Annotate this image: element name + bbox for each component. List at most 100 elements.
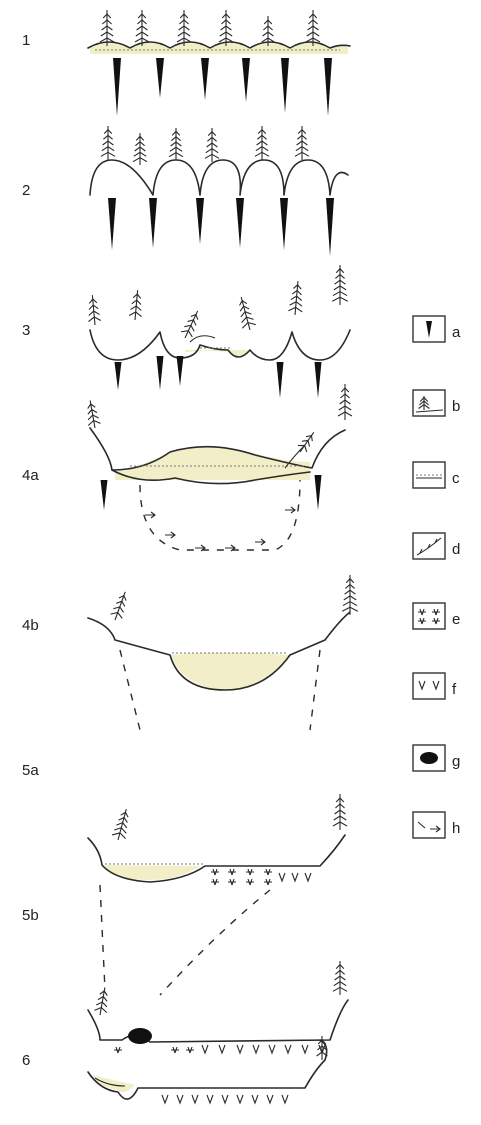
sedge-mark: [211, 869, 219, 875]
tree-icon: [133, 133, 147, 165]
legend-key-f: f: [452, 681, 457, 698]
v-symbol: [279, 873, 285, 881]
ice-wedge: [280, 198, 288, 250]
ice-wedge: [156, 58, 164, 98]
stage-label-2: 2: [22, 182, 30, 199]
ice-wedge: [196, 198, 204, 244]
stage-label-1: 1: [22, 32, 30, 49]
sedge-mark: [211, 879, 219, 885]
tree-icon: [177, 10, 191, 46]
tree-icon: [288, 281, 305, 316]
legend-key-c: c: [452, 470, 460, 487]
sedge-mark: [228, 869, 236, 875]
tree-icon: [84, 399, 101, 429]
ice-wedge: [177, 356, 184, 386]
ice-wedge: [326, 198, 334, 256]
ice-wedge: [157, 356, 164, 390]
black-blob-icon: [420, 752, 438, 764]
stage-4a-profile: [90, 428, 345, 550]
legend-item-b: b: [413, 390, 460, 416]
legend-key-d: d: [452, 541, 460, 558]
tree-icon: [332, 265, 348, 305]
tree-icon: [129, 290, 144, 321]
tree-icon: [100, 10, 114, 46]
v-symbol: [202, 1045, 208, 1053]
tree-icon: [205, 128, 219, 162]
tree-icon: [255, 126, 269, 160]
ice-wedge: [115, 362, 122, 390]
stage-5b-trees: [94, 961, 347, 1016]
ice-wedge: [149, 198, 157, 248]
tree-icon: [234, 295, 256, 331]
stage-4b-trees: [109, 575, 358, 622]
legend-item-c: c: [413, 462, 460, 488]
legend: a b c d e f g h: [413, 316, 461, 838]
legend-item-g: g: [413, 745, 460, 771]
legend-item-d: d: [413, 533, 460, 559]
v-symbol: [219, 1045, 225, 1053]
sedge-mark: [246, 869, 254, 875]
ice-wedge: [315, 475, 322, 510]
v-symbol: [253, 1045, 259, 1053]
tree-icon: [86, 295, 101, 326]
v-symbol: [285, 1045, 291, 1053]
ice-wedge: [108, 198, 116, 250]
legend-key-g: g: [452, 753, 460, 770]
v-symbol: [305, 873, 311, 881]
v-symbol: [222, 1095, 228, 1103]
tree-icon: [306, 10, 320, 46]
stage-label-4a: 4a: [22, 467, 39, 484]
stage-1-profile: [88, 42, 350, 54]
tree-icon: [111, 807, 133, 842]
tree-icon: [94, 986, 111, 1016]
stage-5b-black-blob: [128, 1028, 152, 1044]
tree-icon: [169, 128, 183, 160]
stage-1-wedges: [113, 58, 332, 116]
ice-wedge: [101, 480, 108, 510]
stage-4a-wedges: [101, 475, 322, 510]
stage-2-trees: [101, 126, 309, 165]
legend-item-e: e: [413, 603, 460, 629]
v-symbol: [282, 1095, 288, 1103]
sedge-mark: [114, 1047, 122, 1053]
v-symbol: [237, 1095, 243, 1103]
v-symbol: [177, 1095, 183, 1103]
stage-5b-profile: [88, 1000, 348, 1044]
stage-label-4b: 4b: [22, 617, 39, 634]
tree-icon: [338, 384, 352, 420]
v-symbol: [162, 1095, 168, 1103]
legend-key-e: e: [452, 611, 460, 628]
stage-5b-symbols: [114, 1045, 325, 1053]
legend-item-h: h: [413, 812, 460, 838]
sedge-mark: [264, 879, 272, 885]
stage-2-profile: [90, 160, 348, 195]
tree-icon: [101, 126, 115, 160]
legend-box: [413, 673, 445, 699]
stage-label-5a: 5a: [22, 762, 39, 779]
sedge-mark: [186, 1047, 194, 1053]
stage-4b-profile: [88, 612, 350, 730]
stage-4a-arrows: [145, 507, 295, 551]
legend-key-h: h: [452, 820, 460, 837]
tree-icon: [333, 961, 347, 995]
legend-key-a: a: [452, 324, 461, 341]
stage-3-trees: [86, 265, 348, 341]
legend-box: [413, 812, 445, 838]
v-symbol: [302, 1045, 308, 1053]
stage-5a-symbols: [211, 869, 311, 885]
v-symbol: [237, 1045, 243, 1053]
stage-5a-trees: [111, 794, 347, 842]
arrow-mark: [285, 507, 295, 513]
stage-1-trees: [100, 10, 320, 46]
tree-icon: [135, 10, 149, 46]
arrow-mark: [145, 512, 155, 518]
ice-wedge: [201, 58, 209, 100]
sedge-mark: [246, 879, 254, 885]
arrow-mark: [165, 532, 175, 538]
ice-wedge: [113, 58, 121, 116]
stage-6-profile: [88, 1040, 327, 1099]
ice-wedge: [315, 362, 322, 398]
ice-wedge: [324, 58, 332, 116]
